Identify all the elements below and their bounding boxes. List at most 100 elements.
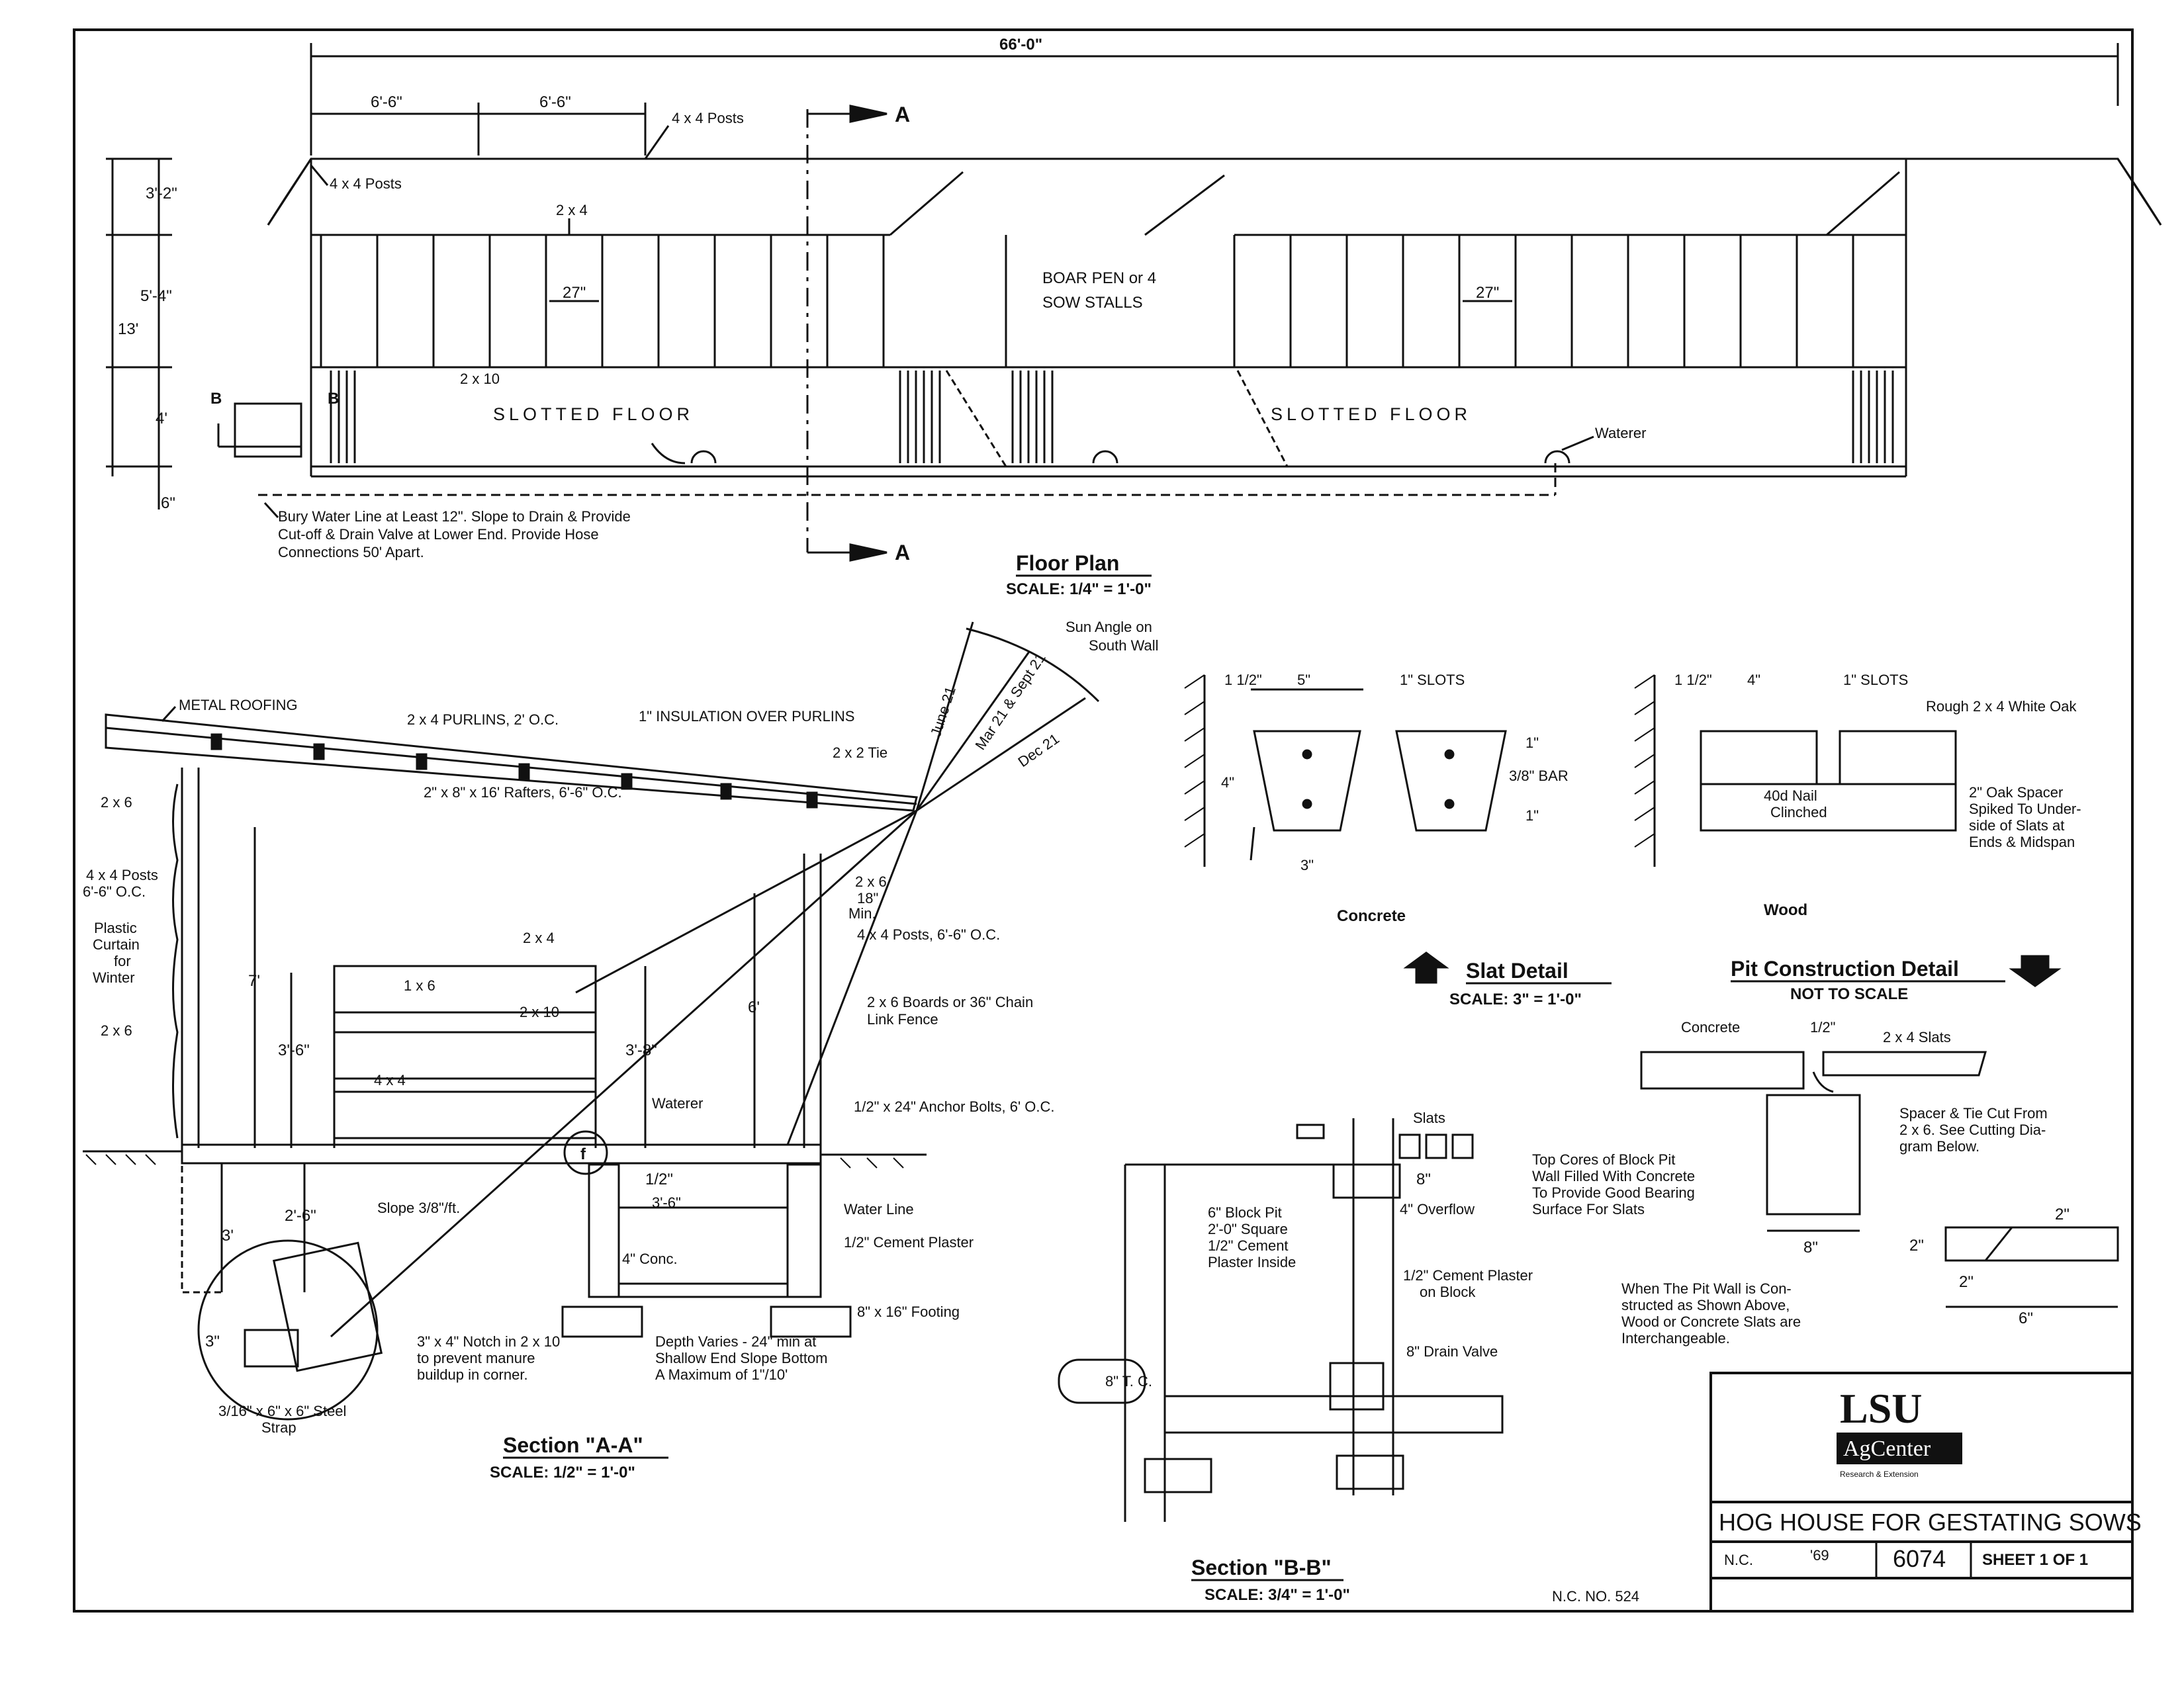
strap-label-1: 3/16" x 6" x 6" Steel	[218, 1403, 346, 1419]
state-label: N.C.	[1724, 1552, 1753, 1568]
slat-hatch	[330, 371, 1894, 463]
nail-label-1: 40d Nail	[1764, 787, 1817, 804]
pit-w8: 8"	[1803, 1239, 1818, 1257]
floor-plan-title: Floor Plan	[1016, 551, 1119, 575]
left-2x6-bottom: 2 x 6	[101, 1022, 132, 1039]
pit-note-4: Interchangeable.	[1621, 1330, 1730, 1347]
left-posts-2: 6'-6" O.C.	[83, 883, 146, 900]
depth-label-3: A Maximum of 1"/10'	[655, 1366, 788, 1383]
project-title: HOG HOUSE FOR GESTATING SOWS	[1719, 1509, 2142, 1536]
pen-1x6-label: 1 x 6	[404, 977, 435, 994]
conc-5-label: 5"	[1297, 672, 1310, 688]
h3-6-label: 3'-6"	[278, 1041, 310, 1059]
posts-top-label: 4 x 4 Posts	[672, 110, 744, 126]
floor-plan-scale: SCALE: 1/4" = 1'-0"	[1006, 580, 1152, 598]
nc-number: N.C. NO. 524	[1552, 1588, 1639, 1605]
stall-dividers-left	[320, 235, 885, 367]
pit-cores-1: Top Cores of Block Pit	[1532, 1151, 1675, 1168]
rough-label: Rough 2 x 4 White Oak	[1926, 698, 2077, 715]
slotted-floor-right: SLOTTED FLOOR	[1271, 404, 1471, 424]
stall-width-left: 27"	[563, 284, 586, 302]
conc-1-5-label: 1 1/2"	[1224, 672, 1262, 688]
notch-label-1: 3" x 4" Notch in 2 x 10	[417, 1333, 560, 1350]
section-mark-b-right: B	[328, 390, 339, 408]
logo-tagline: Research & Extension	[1840, 1470, 1919, 1479]
arrow-up-icon	[1403, 952, 1449, 984]
sheet-border	[73, 28, 2134, 1613]
boards-label-1: 2 x 6 Boards or 36" Chain	[867, 994, 1033, 1010]
pit-d6: 6"	[2019, 1309, 2033, 1327]
conc-1a-label: 1"	[1525, 734, 1539, 751]
boards-label-2: Link Fence	[867, 1011, 938, 1028]
pen-2x4-label: 2 x 4	[523, 930, 555, 946]
bb-overflow-label: 4" Overflow	[1400, 1201, 1475, 1217]
pit-detail-scale: NOT TO SCALE	[1790, 985, 1908, 1003]
detail-3in-label: 3"	[205, 1333, 220, 1350]
bb-pit-4: Plaster Inside	[1208, 1254, 1296, 1270]
height-stalls: 5'-4"	[140, 287, 172, 305]
pit-cores-2: Wall Filled With Concrete	[1532, 1168, 1695, 1184]
logo-lsu: LSU	[1840, 1385, 1923, 1432]
logo-agcenter: AgCenter	[1843, 1437, 1931, 1461]
spacer-label-2: Spiked To Under-	[1969, 801, 2081, 817]
min-label: Min.	[848, 905, 876, 922]
wood-4-label: 4"	[1747, 672, 1760, 688]
depth-label-2: Shallow End Slope Bottom	[655, 1350, 828, 1366]
pit-note-1: When The Pit Wall is Con-	[1621, 1280, 1792, 1297]
bb-plaster-2: on Block	[1420, 1284, 1476, 1300]
section-b-b: Slats 8" 4" Overflow 6" Block Pit 2'-0" …	[1058, 1110, 1533, 1604]
posts-left-label: 4 x 4 Posts	[330, 175, 402, 192]
depth-label-1: Depth Varies - 24" min at	[655, 1333, 816, 1350]
bar-label: 3/8" BAR	[1509, 768, 1569, 784]
curtain-4: Winter	[93, 969, 135, 986]
pit-spacer-1: Spacer & Tie Cut From	[1899, 1105, 2048, 1122]
sheet-label: SHEET 1 OF 1	[1982, 1551, 2088, 1569]
purlins-label: 2 x 4 PURLINS, 2' O.C.	[407, 711, 559, 728]
bb-pit-3: 1/2" Cement	[1208, 1237, 1289, 1254]
water-note-1: Bury Water Line at Least 12". Slope to D…	[278, 508, 631, 525]
title-block: LSU AgCenter Research & Extension HOG HO…	[1709, 1372, 2142, 1613]
height-base: 6"	[161, 494, 175, 512]
section-mark-a-top: A	[895, 103, 910, 126]
bb-plaster-1: 1/2" Cement Plaster	[1403, 1267, 1533, 1284]
section-aa-scale: SCALE: 1/2" = 1'-0"	[490, 1464, 635, 1482]
conc-3-label: 3"	[1300, 857, 1314, 873]
section-mark-b-left: B	[210, 390, 222, 408]
slat-detail-scale: SCALE: 3" = 1'-0"	[1449, 991, 1582, 1008]
pen-4x4-label: 4 x 4	[374, 1072, 406, 1088]
drawing-number: 6074	[1893, 1545, 1946, 1572]
h18-label: 18"	[857, 890, 878, 907]
bb-pit-1: 6" Block Pit	[1208, 1204, 1282, 1221]
year-label: '69	[1810, 1547, 1829, 1564]
h3-8-label: 3'-8"	[625, 1041, 657, 1059]
h7-label: 7'	[248, 972, 260, 990]
h6-label: 6'	[748, 998, 760, 1016]
section-mark-a-bottom: A	[895, 541, 910, 564]
curtain-2: Curtain	[93, 936, 140, 953]
waterer-label: Waterer	[1595, 425, 1646, 441]
slat-detail-title: Slat Detail	[1466, 959, 1569, 983]
pit-concrete-label: Concrete	[1681, 1019, 1740, 1036]
logo-band	[1837, 1433, 1962, 1464]
slat-detail: 1 1/2" 5" 1" SLOTS 4" 3" 1" 1" 3/8" BAR …	[1184, 672, 2081, 1008]
june-label: June 21	[927, 684, 959, 738]
pit-width-label: 3'-6"	[652, 1194, 681, 1211]
spacer-label-4: Ends & Midspan	[1969, 834, 2075, 850]
footing-label: 8" x 16" Footing	[857, 1304, 960, 1320]
curtain-3: for	[114, 953, 131, 969]
h2-6-label: 2'-6"	[285, 1207, 316, 1225]
conc-4-label: 4"	[1221, 774, 1234, 791]
wood-1-5-label: 1 1/2"	[1674, 672, 1712, 688]
purlin-marks	[210, 733, 818, 809]
stall-dividers-right	[1289, 235, 1907, 367]
pit-spacer-2: 2 x 6. See Cutting Dia-	[1899, 1122, 2046, 1138]
curtain-1: Plastic	[94, 920, 137, 936]
slope-label: Slope 3/8"/ft.	[377, 1200, 460, 1216]
strap-label-2: Strap	[261, 1419, 296, 1436]
pit-construction-detail: Pit Construction Detail NOT TO SCALE Con…	[1532, 955, 2119, 1347]
conc-label: 4" Conc.	[622, 1251, 678, 1267]
pit-slats-label: 2 x 4 Slats	[1883, 1029, 1951, 1045]
aa-waterer-label: Waterer	[652, 1095, 703, 1112]
nail-label-2: Clinched	[1770, 804, 1827, 820]
section-bb-title: Section "B-B"	[1191, 1556, 1332, 1579]
